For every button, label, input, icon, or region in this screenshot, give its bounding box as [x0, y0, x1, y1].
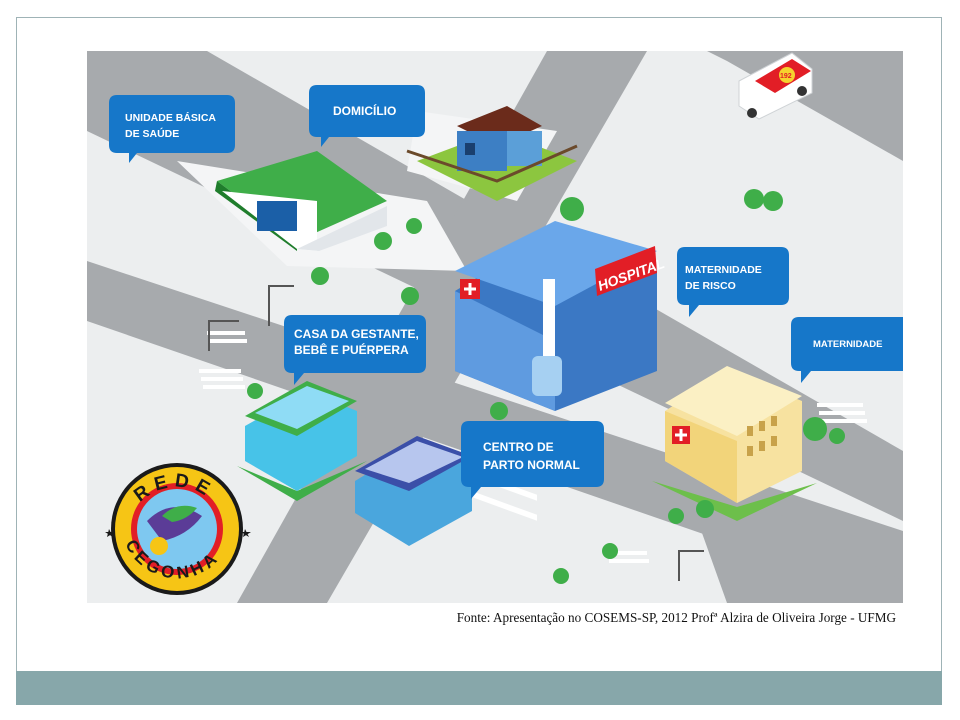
ambulance: [738, 52, 813, 120]
callout-casa-gestante-line2: BEBÊ E PUÉRPERA: [294, 342, 409, 357]
casa-gestante-building: [237, 381, 367, 501]
callout-maternidade-risco-line1: MATERNIDADE: [685, 264, 762, 276]
callout-centro-parto-line1: CENTRO DE: [483, 440, 554, 454]
hospital-building: [455, 221, 657, 521]
callout-ubs-line1: UNIDADE BÁSICA: [125, 111, 216, 124]
callout-ubs-line2: DE SAÚDE: [125, 127, 179, 140]
crosswalks: [199, 331, 867, 563]
centro-parto-building: [355, 436, 472, 546]
ubs-building: [215, 151, 387, 251]
callout-maternidade-risco-line2: DE RISCO: [685, 280, 736, 292]
rede-cegonha-logo: [105, 463, 251, 595]
callout-domicilio: DOMICÍLIO: [333, 103, 396, 118]
ambulance-number: 192: [780, 73, 792, 80]
callout-maternidade: MATERNIDADE: [813, 339, 883, 350]
maternidade-building: [652, 366, 817, 521]
callout-centro-parto-line2: PARTO NORMAL: [483, 458, 580, 472]
health-network-map: HOSPITAL 192: [87, 51, 903, 603]
callout-casa-gestante-line1: CASA DA GESTANTE,: [294, 327, 419, 341]
footer-band: [16, 671, 942, 705]
domicilio-house: [406, 106, 578, 201]
traffic-lights: [208, 285, 704, 581]
source-caption: Fonte: Apresentação no COSEMS-SP, 2012 P…: [456, 610, 896, 625]
callout-bubbles: [109, 85, 903, 499]
trees: [247, 189, 845, 584]
